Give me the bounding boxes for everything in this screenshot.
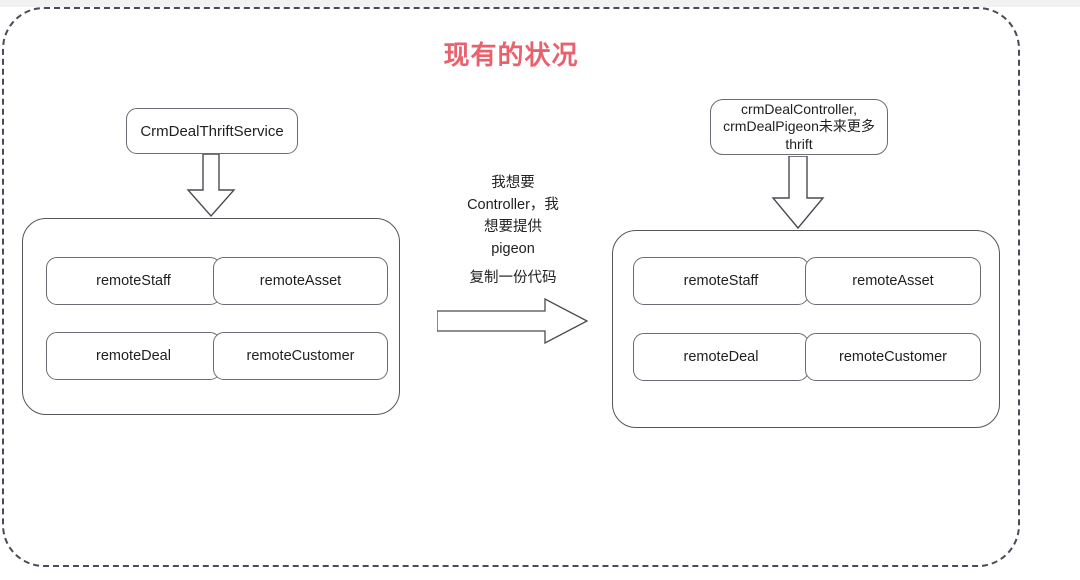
list-item[interactable]: remoteDeal (633, 333, 809, 381)
left-service-box[interactable]: CrmDealThriftService (126, 108, 298, 154)
left-service-label: CrmDealThriftService (140, 122, 284, 140)
outer-dashed-frame (2, 7, 1020, 567)
left-remote-group: remoteStaff remoteAsset remoteDeal remot… (22, 218, 400, 415)
page-title: 现有的状况 (443, 40, 579, 70)
middle-note-top: 我想要 Controller，我 想要提供 pigeon (467, 175, 559, 257)
right-remote-group: remoteStaff remoteAsset remoteDeal remot… (612, 230, 1000, 428)
list-item[interactable]: remoteAsset (805, 257, 981, 305)
list-item[interactable]: remoteAsset (213, 257, 388, 305)
list-item[interactable]: remoteDeal (46, 332, 221, 380)
remote-label: remoteDeal (683, 349, 759, 365)
right-down-arrow-icon (765, 155, 831, 232)
remote-label: remoteAsset (259, 273, 342, 289)
list-item[interactable]: remoteCustomer (213, 332, 388, 380)
list-item[interactable]: remoteStaff (633, 257, 809, 305)
middle-right-arrow-icon (436, 297, 589, 345)
left-down-arrow-icon (178, 153, 244, 220)
middle-note-bottom: 复制一份代码 (469, 270, 557, 286)
remote-label: remoteCustomer (246, 348, 355, 364)
list-item[interactable]: remoteCustomer (805, 333, 981, 381)
remote-label: remoteDeal (96, 348, 171, 364)
list-item[interactable]: remoteStaff (46, 257, 221, 305)
right-service-label: crmDealController, crmDealPigeon未来更多 thr… (723, 100, 875, 152)
right-service-box[interactable]: crmDealController, crmDealPigeon未来更多 thr… (710, 99, 888, 155)
remote-label: remoteStaff (683, 273, 759, 289)
remote-label: remoteAsset (852, 273, 934, 289)
remote-label: remoteCustomer (839, 349, 947, 365)
remote-label: remoteStaff (96, 273, 171, 289)
top-strip (0, 0, 1080, 7)
